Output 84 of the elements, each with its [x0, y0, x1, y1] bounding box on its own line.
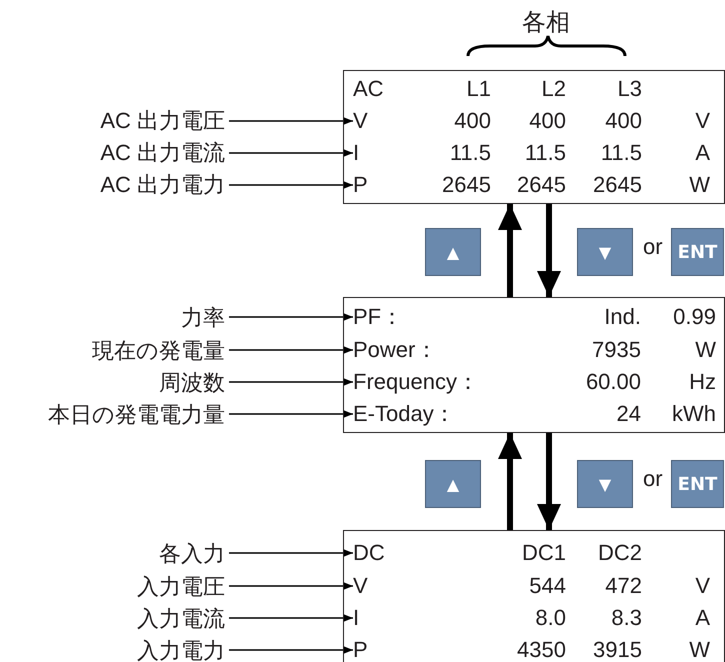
callout-label: 入力電圧 [137, 572, 225, 602]
value-text: A [695, 139, 710, 167]
value-text: Hz [689, 368, 716, 396]
value-text: 400 [454, 107, 491, 135]
value-text: 24 [616, 400, 641, 428]
callout-label: 力率 [181, 302, 225, 332]
leader-line [229, 614, 353, 622]
callout-label: AC 出力電流 [100, 138, 225, 168]
value-text: 2645 [442, 171, 491, 199]
value-text: 472 [605, 572, 642, 600]
field-label: I [353, 139, 360, 167]
callout-label: 入力電流 [137, 604, 225, 634]
leader-line [229, 582, 353, 590]
leader-line [229, 149, 353, 157]
value-text: 2645 [593, 171, 642, 199]
leader-line [229, 410, 353, 418]
enter-button: ENT [671, 460, 724, 508]
leader-line [229, 346, 353, 354]
field-label: P [353, 171, 368, 199]
value-text: 11.5 [524, 139, 566, 167]
value-text: 400 [529, 107, 566, 135]
leader-line [229, 313, 353, 321]
value-text: L1 [466, 75, 491, 103]
value-text: L2 [542, 75, 566, 103]
callout-label: 入力電力 [137, 636, 225, 662]
value-text: 2645 [517, 171, 566, 199]
field-label: AC [353, 75, 384, 103]
field-label: P [353, 636, 368, 662]
value-text: W [689, 171, 710, 199]
heading-label: 各相 [522, 8, 570, 38]
display-screen [343, 297, 725, 433]
navigation-arrow [537, 433, 561, 530]
value-text: Ind. [604, 303, 641, 331]
display-screen [343, 530, 725, 662]
navigation-arrow [498, 433, 522, 530]
field-label: I [353, 604, 360, 632]
value-text: 4350 [517, 636, 566, 662]
display-screen [343, 70, 725, 204]
field-label: V [353, 572, 368, 600]
value-text: 60.00 [586, 368, 641, 396]
value-text: L3 [618, 75, 642, 103]
value-text: 8.3 [611, 604, 642, 632]
value-text: W [695, 336, 716, 364]
leader-line [229, 549, 353, 557]
value-text: DC1 [522, 539, 566, 567]
down-button: ▼ [577, 460, 633, 508]
enter-button: ENT [671, 228, 724, 276]
value-text: 544 [529, 572, 566, 600]
callout-label: 各入力 [159, 538, 225, 568]
down-button: ▼ [577, 228, 633, 276]
value-text: kWh [672, 400, 716, 428]
value-text: 7935 [592, 336, 641, 364]
leader-line [229, 378, 353, 386]
field-label: Power： [353, 336, 438, 364]
callout-label: 現在の発電量 [92, 336, 225, 366]
value-text: V [695, 107, 710, 135]
leader-line [229, 646, 353, 654]
value-text: V [695, 572, 710, 600]
leader-line [229, 181, 353, 189]
callout-label: AC 出力電圧 [100, 106, 225, 136]
field-label: PF： [353, 303, 404, 331]
up-button: ▲ [425, 460, 481, 508]
navigation-arrow [498, 204, 522, 297]
value-text: 11.5 [600, 139, 642, 167]
value-text: 8.0 [535, 604, 566, 632]
field-label: DC [353, 539, 385, 567]
field-label: V [353, 107, 368, 135]
or-text: or [643, 466, 663, 492]
or-text: or [643, 234, 663, 260]
navigation-arrow [537, 204, 561, 297]
leader-line [229, 117, 353, 125]
value-text: A [695, 604, 710, 632]
value-text: 3915 [593, 636, 642, 662]
value-text: 400 [605, 107, 642, 135]
field-label: E-Today： [353, 400, 456, 428]
value-text: 0.99 [673, 303, 716, 331]
up-button: ▲ [425, 228, 481, 276]
callout-label: AC 出力電力 [100, 170, 225, 200]
field-label: Frequency： [353, 368, 479, 396]
value-text: 11.5 [450, 139, 491, 167]
callout-label: 周波数 [159, 368, 225, 398]
value-text: W [689, 636, 710, 662]
value-text: DC2 [598, 539, 642, 567]
callout-label: 本日の発電電力量 [48, 400, 225, 430]
